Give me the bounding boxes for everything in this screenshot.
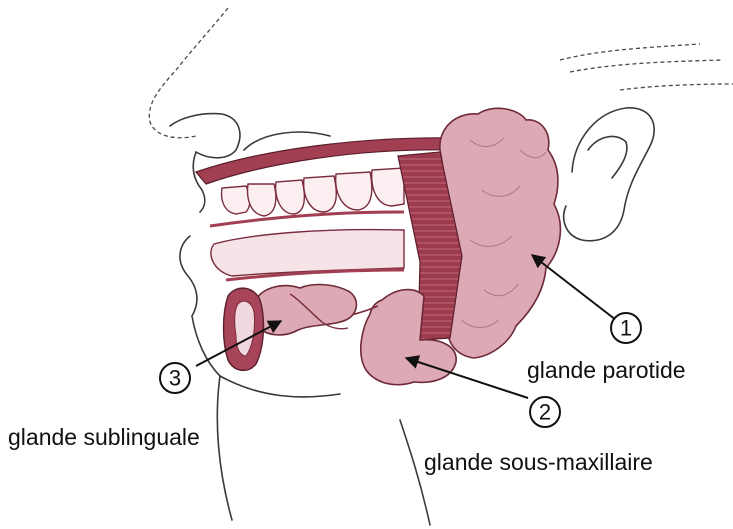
callout-1-arrow bbox=[532, 255, 616, 320]
callout-2-badge: 2 bbox=[530, 397, 560, 427]
svg-text:3: 3 bbox=[169, 366, 181, 391]
upper-teeth bbox=[210, 168, 404, 226]
label-sublingual-gland: glande sublinguale bbox=[8, 424, 200, 450]
callout-1-badge: 1 bbox=[611, 313, 641, 343]
label-parotid-gland: glande parotide bbox=[527, 357, 686, 383]
svg-text:1: 1 bbox=[620, 316, 632, 341]
callout-3-badge: 3 bbox=[160, 363, 190, 393]
svg-text:2: 2 bbox=[539, 400, 551, 425]
parotid-gland bbox=[440, 108, 561, 358]
label-submandibular-gland: glande sous-maxillaire bbox=[424, 449, 653, 475]
